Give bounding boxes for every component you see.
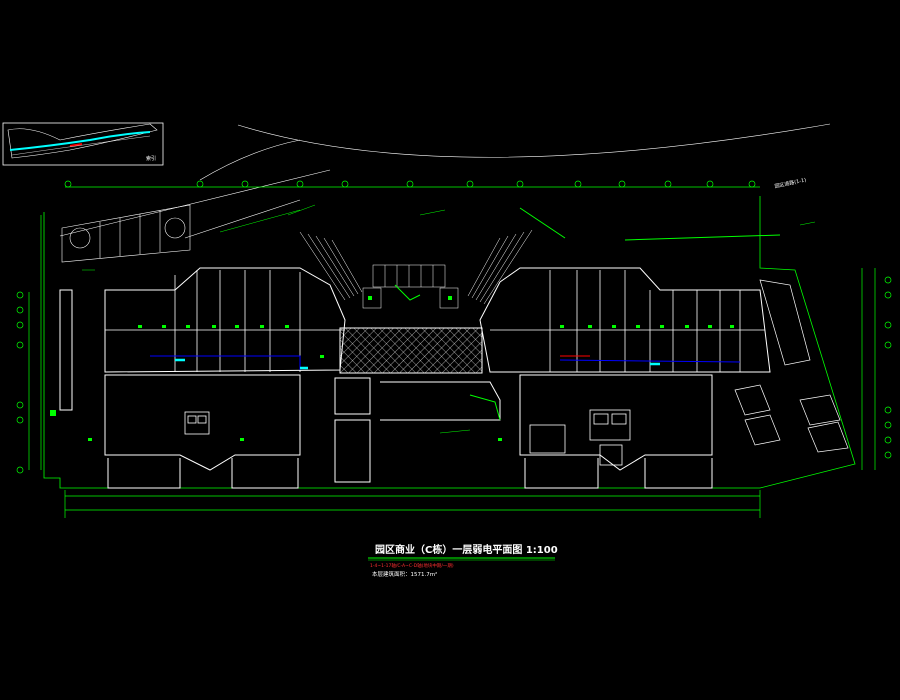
title-block: 园区商业（C栋）一层弱电平面图 1:100 1-4~1-17轴/C-A~C-D轴… — [368, 543, 558, 578]
left-dimension — [16, 215, 42, 474]
top-dimension — [64, 180, 760, 188]
site-boundary — [43, 196, 856, 489]
bottom-dimension — [64, 490, 761, 518]
cores — [184, 409, 631, 466]
parking-right — [734, 279, 849, 453]
atrium-hatch — [339, 327, 483, 374]
keymap-label: 索引 — [146, 155, 156, 162]
key-map: 索引 — [2, 122, 164, 166]
right-dimension — [861, 268, 892, 470]
cable-runs — [150, 207, 781, 421]
store-partitions-right — [490, 270, 765, 372]
drawing-subtitle: 1-4~1-17轴/C-A~C-D轴(地块中期/一期) — [370, 562, 454, 569]
parking-top-left — [61, 204, 191, 263]
building-walls — [59, 267, 771, 489]
stairs — [299, 229, 533, 309]
floor-area-note: 本层建筑面积：1571.7m² — [372, 570, 437, 578]
annotation-leaders — [82, 204, 816, 434]
device-markers — [50, 296, 734, 441]
road-lines — [59, 123, 831, 239]
drawing-title: 园区商业（C栋）一层弱电平面图 1:100 — [375, 543, 558, 556]
